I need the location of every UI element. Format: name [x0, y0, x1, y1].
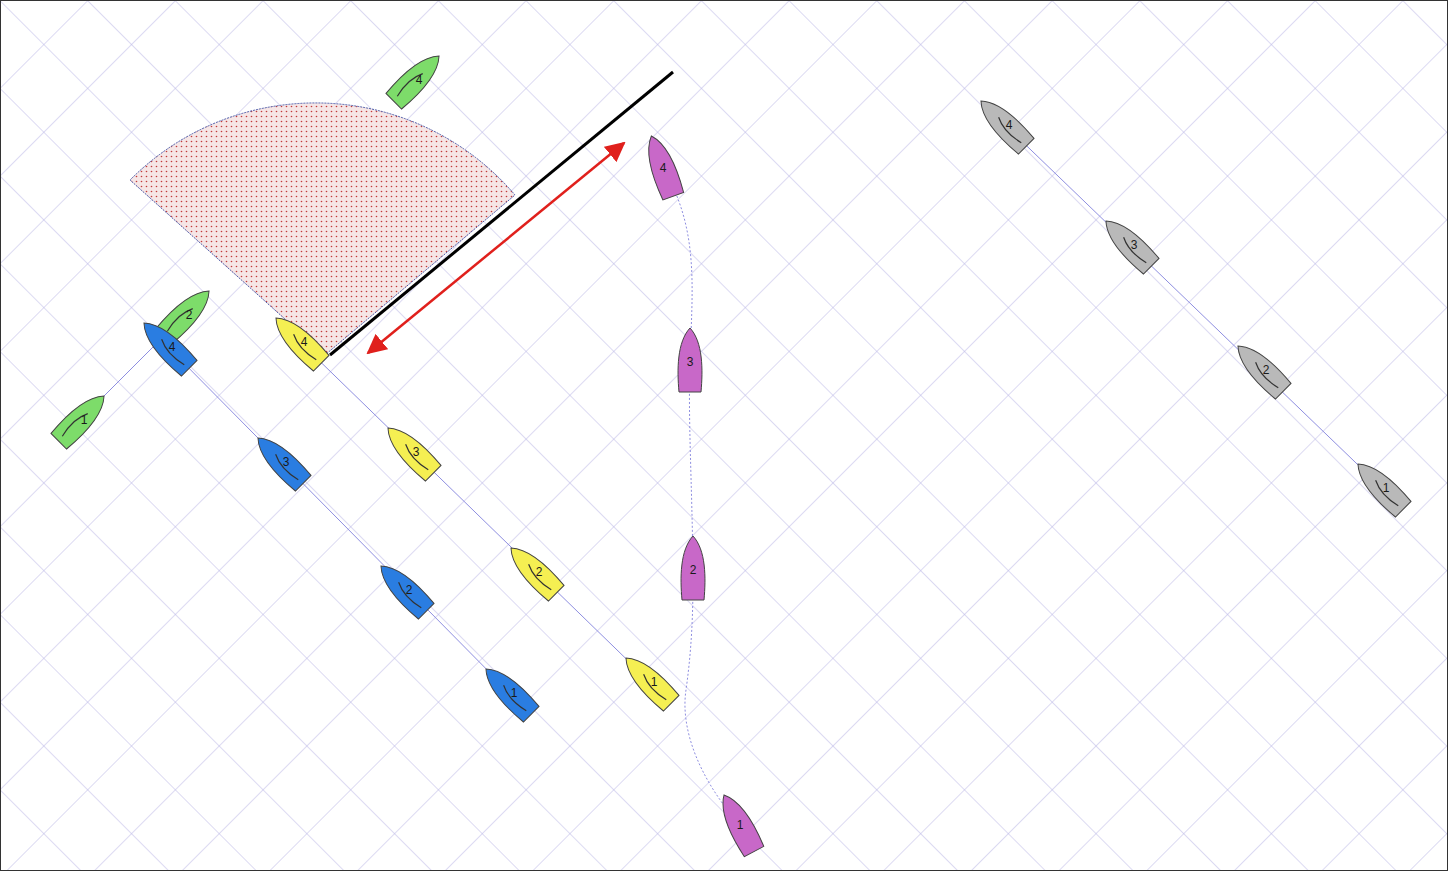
blue-track	[168, 347, 510, 693]
boat	[1097, 212, 1159, 274]
boat	[379, 419, 441, 481]
hull	[681, 536, 705, 600]
hull	[502, 539, 564, 601]
boat	[477, 660, 539, 722]
purple-track	[663, 168, 740, 825]
hull	[1349, 455, 1411, 517]
boat	[385, 47, 447, 109]
boat	[713, 789, 764, 857]
hull	[678, 328, 702, 392]
hull	[249, 429, 311, 491]
sail	[403, 444, 430, 471]
boat	[267, 309, 329, 371]
position-number: 4	[660, 162, 667, 174]
position-number: 2	[186, 309, 193, 321]
boat	[1349, 455, 1411, 517]
hull	[477, 660, 539, 722]
hull	[617, 649, 679, 711]
boat	[50, 387, 112, 449]
sail	[641, 674, 668, 701]
boat	[678, 328, 702, 392]
hull	[1097, 212, 1159, 274]
position-number: 4	[416, 74, 423, 86]
sail	[61, 411, 88, 438]
distance-arrow	[368, 143, 624, 353]
position-number: 3	[413, 446, 420, 458]
yellow-track	[300, 342, 650, 682]
hull	[385, 47, 447, 109]
boat	[972, 92, 1034, 154]
sail	[273, 454, 300, 481]
sail	[396, 71, 423, 98]
hull	[972, 92, 1034, 154]
position-number: 4	[1006, 119, 1013, 131]
position-number: 1	[1383, 482, 1390, 494]
position-number: 1	[737, 819, 744, 831]
hull	[50, 387, 112, 449]
sail	[166, 306, 193, 333]
boat	[372, 557, 434, 619]
sail	[1253, 362, 1280, 389]
position-number: 4	[169, 341, 176, 353]
hull	[135, 314, 197, 376]
sail	[1121, 237, 1148, 264]
black-line	[330, 72, 673, 355]
position-number: 3	[687, 356, 694, 368]
position-number: 1	[511, 687, 518, 699]
hull	[372, 557, 434, 619]
zone-sector	[130, 103, 515, 355]
boat	[640, 132, 684, 200]
hull	[379, 419, 441, 481]
sail	[526, 564, 553, 591]
sail	[159, 339, 186, 366]
position-number: 2	[690, 564, 697, 576]
boat	[249, 429, 311, 491]
position-number: 2	[536, 566, 543, 578]
position-number: 1	[651, 676, 658, 688]
position-number: 2	[1263, 364, 1270, 376]
boat	[502, 539, 564, 601]
hull	[713, 789, 764, 857]
sail	[501, 685, 528, 712]
sail	[1373, 480, 1400, 507]
grey-track	[1005, 125, 1382, 488]
hull	[640, 132, 684, 200]
hull	[267, 309, 329, 371]
boat	[681, 536, 705, 600]
boat	[617, 649, 679, 711]
sail	[396, 582, 423, 609]
position-number: 3	[283, 456, 290, 468]
boat	[1229, 337, 1291, 399]
position-number: 1	[81, 414, 88, 426]
sail	[291, 334, 318, 361]
sail	[996, 117, 1023, 144]
boat	[135, 314, 197, 376]
boats	[50, 47, 1411, 857]
position-number: 3	[1131, 239, 1138, 251]
position-number: 4	[301, 336, 308, 348]
hull	[1229, 337, 1291, 399]
position-number: 2	[406, 584, 413, 596]
